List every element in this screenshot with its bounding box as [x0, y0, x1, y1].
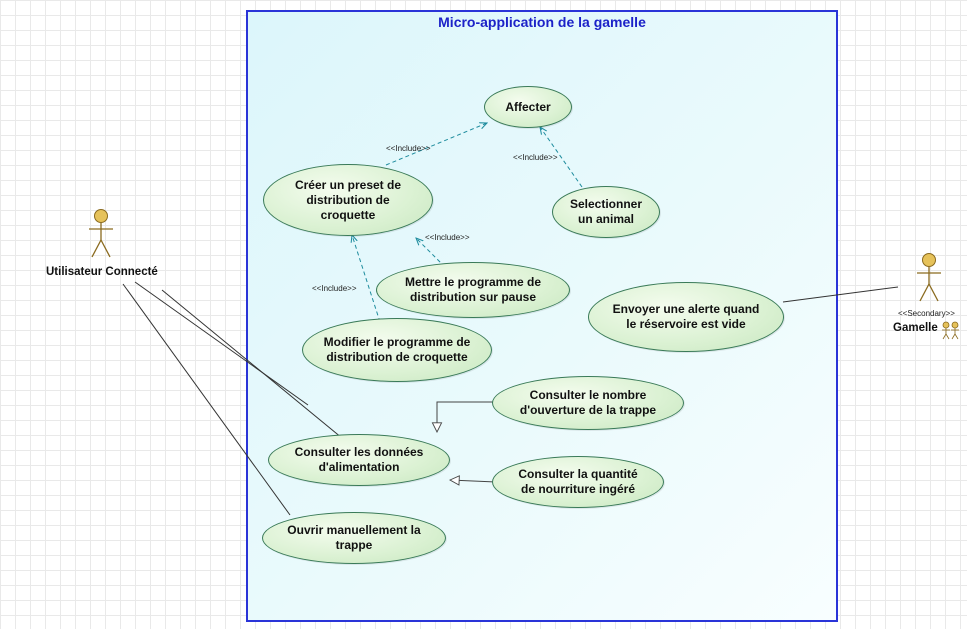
bowl-actor-stereotype: <<Secondary>>: [898, 309, 955, 318]
generalization-ouverture-to-donnees[interactable]: [437, 401, 496, 432]
generalization-quantite-to-donnees[interactable]: [450, 480, 497, 482]
use-case-consulter-quantite[interactable]: Consulter la quantité de nourriture ingé…: [492, 456, 664, 508]
include-modifier-to-creer[interactable]: [352, 235, 381, 323]
use-case-ouvrir-trappe[interactable]: Ouvrir manuellement la trappe: [262, 512, 446, 564]
use-case-consulter-ouverture[interactable]: Consulter le nombre d'ouverture de la tr…: [492, 376, 684, 430]
include-selectionner-to-affecter[interactable]: [540, 127, 583, 188]
association-user-modifier[interactable]: [134, 281, 309, 406]
use-case-mettre-pause[interactable]: Mettre le programme de distribution sur …: [376, 262, 570, 318]
system-title: Micro-application de la gamelle: [438, 14, 646, 30]
include-label: <<Include>>: [513, 153, 558, 162]
association-user-ouvrir[interactable]: [122, 283, 291, 516]
use-case-envoyer-alerte[interactable]: Envoyer une alerte quand le réservoire e…: [588, 282, 784, 352]
association-bowl-alerte[interactable]: [782, 286, 899, 303]
use-case-modifier-programme[interactable]: Modifier le programme de distribution de…: [302, 318, 492, 382]
bowl-actor-figure[interactable]: [917, 253, 941, 302]
use-case-consulter-donnees[interactable]: Consulter les données d'alimentation: [268, 434, 450, 486]
use-case-creer-preset[interactable]: Créer un preset de distribution de croqu…: [263, 164, 433, 236]
include-label: <<Include>>: [425, 233, 470, 242]
user-actor-figure[interactable]: [89, 209, 113, 258]
use-case-affecter[interactable]: Affecter: [484, 86, 572, 128]
user-actor-name: Utilisateur Connecté: [46, 266, 158, 278]
use-case-selectionner-animal[interactable]: Selectionner un animal: [552, 186, 660, 238]
include-label: <<Include>>: [312, 284, 357, 293]
secondary-actor-icon: [942, 321, 959, 340]
bowl-actor-name: Gamelle: [893, 322, 938, 334]
association-user-donnees[interactable]: [161, 289, 343, 439]
include-creer-to-affecter[interactable]: [385, 123, 487, 166]
include-label: <<Include>>: [386, 144, 431, 153]
